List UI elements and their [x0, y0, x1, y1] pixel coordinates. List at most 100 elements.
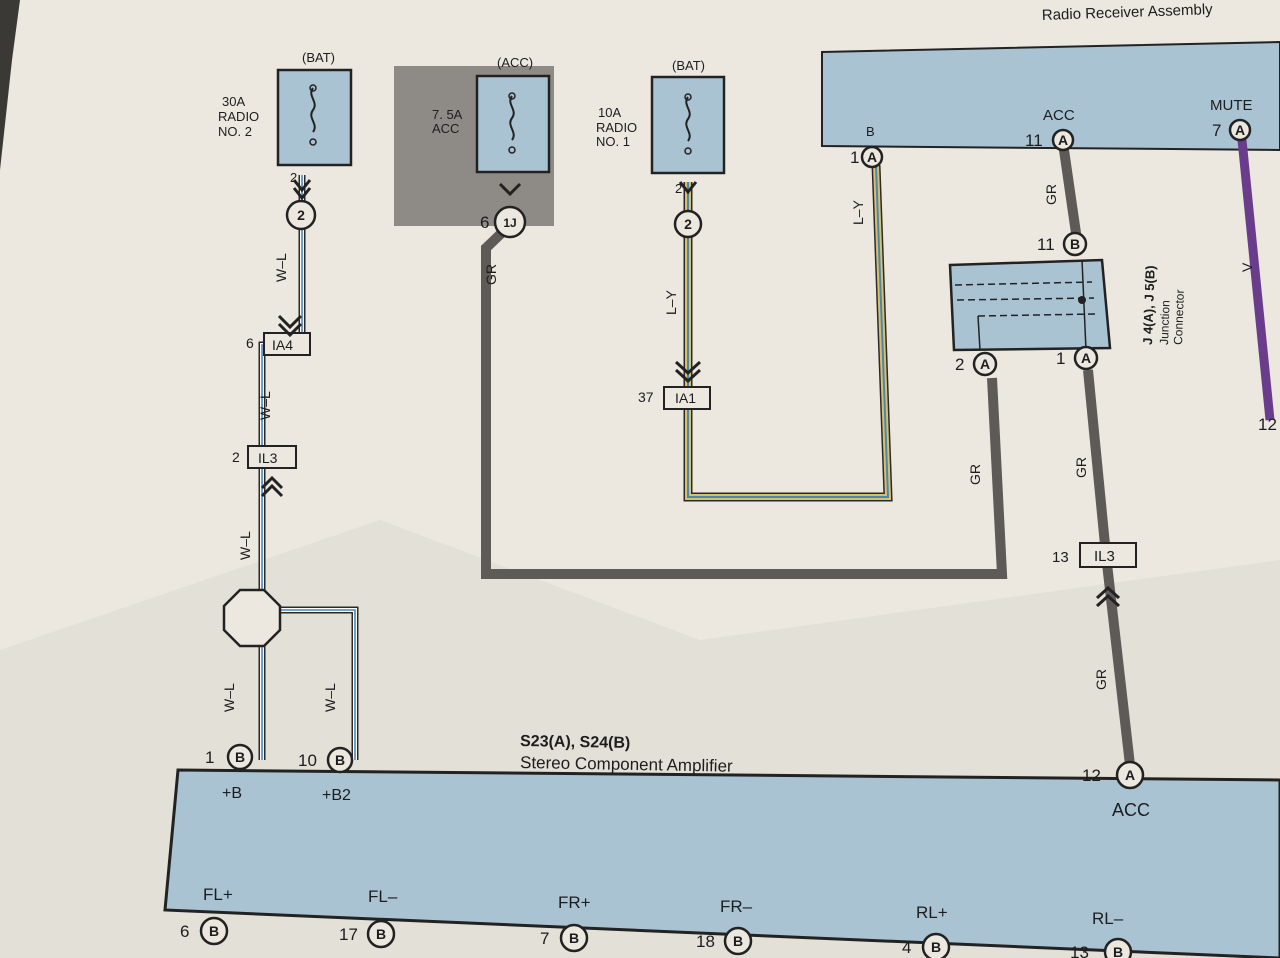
circle-pin: A2: [955, 351, 998, 377]
circle-pin-ring: [493, 205, 527, 239]
svg-text:IA1: IA1: [675, 390, 696, 406]
svg-text:IA4: IA4: [272, 337, 293, 353]
circle-pin-number: 18: [696, 932, 715, 951]
circle-pin-ring: [673, 209, 703, 239]
circle-pin-letter: A: [1235, 122, 1245, 138]
svg-text:RADIO: RADIO: [218, 109, 259, 124]
circle-pin: B6: [180, 916, 229, 946]
circle-pin-number: 7: [1212, 121, 1221, 140]
circle-pin-letter: A: [1058, 132, 1068, 148]
connector-ia4: IA4 6: [246, 332, 311, 356]
circle-pin: A12: [1082, 760, 1145, 790]
circle-pin-number: 1: [205, 748, 214, 767]
circle-pin: B18: [696, 926, 753, 956]
circle-pin-letter: 1J: [503, 216, 516, 230]
circle-pin: A1: [1056, 345, 1099, 371]
splice-octagon: [222, 588, 282, 648]
receiver-box: [821, 40, 1280, 152]
circle-pin-number: 17: [339, 925, 358, 944]
amplifier-box: [163, 768, 1280, 958]
circle-pin-letter: A: [867, 149, 877, 165]
svg-text:IL3: IL3: [1094, 548, 1115, 565]
circle-pin-letter: B: [569, 930, 579, 946]
fuse-radio-no1: (BAT) 10A RADIO NO. 1: [596, 58, 726, 175]
connector-il3-left: IL3 2: [232, 445, 297, 469]
svg-text:W–L: W–L: [273, 253, 289, 282]
svg-text:IL3: IL3: [258, 450, 278, 466]
circle-pin-number: 6: [480, 213, 489, 232]
circle-pin-ring: [723, 926, 753, 956]
circle-pin-letter: A: [1125, 767, 1135, 783]
circle-pin-letter: 2: [297, 207, 305, 223]
svg-text:W–L: W–L: [221, 683, 237, 712]
svg-text:W–L: W–L: [322, 683, 338, 712]
svg-text:W–L: W–L: [257, 391, 273, 420]
svg-text:13: 13: [1052, 549, 1069, 566]
circle-pin-ring: [1073, 345, 1099, 371]
circle-pin-ring: [366, 919, 396, 949]
fuse-radio-no2: (BAT) 30A RADIO NO. 2: [218, 50, 353, 167]
svg-text:NO. 2: NO. 2: [218, 124, 252, 139]
circle-pin: A7: [1212, 118, 1252, 142]
pin-fuse1-num: 2: [290, 170, 297, 185]
circle-pin-ring: [1228, 118, 1252, 142]
circle-pin-number: 4: [902, 938, 911, 957]
svg-text:(BAT): (BAT): [672, 58, 705, 73]
circle-pin: B7: [540, 923, 589, 953]
circle-pin: B1: [205, 743, 254, 771]
circle-pin: 1J 6: [480, 205, 527, 239]
svg-text:ACC: ACC: [432, 121, 459, 136]
amplifier-name: Stereo Component Amplifier: [520, 753, 733, 776]
wire-labels: W–L W–L W–L W–L W–L GR L–Y L–Y GR GR GR …: [221, 184, 1255, 712]
circle-pin-number: 10: [298, 751, 317, 770]
wire-gr-acc: [481, 221, 1008, 579]
circle-pin-letter: B: [1070, 236, 1080, 252]
circle-pin: B 13: [1070, 937, 1133, 958]
circle-pin-letter: B: [235, 749, 245, 765]
circle-pin-letter: B: [1113, 944, 1123, 958]
connector-il3-right: IL3 13: [1052, 542, 1137, 568]
circle-pin: B 11: [1037, 231, 1088, 257]
receiver-pin-b: B: [866, 124, 875, 139]
circle-pin: B4: [902, 932, 951, 958]
svg-text:W–L: W–L: [237, 531, 253, 560]
circle-pin: A1: [850, 145, 884, 169]
circle-pin-number: 1: [850, 148, 859, 167]
connector-ia1: IA1 37: [638, 386, 711, 410]
circle-pin: 2: [673, 209, 703, 239]
circle-pin-letter: B: [376, 926, 386, 942]
amp-pin-fr-minus: FR–: [720, 897, 753, 916]
receiver-pin-acc: ACC: [1043, 107, 1075, 124]
circle-pin-letter: B: [335, 752, 345, 768]
circle-pin-ring: [326, 746, 354, 774]
svg-text:GR: GR: [967, 464, 983, 485]
svg-text:RADIO: RADIO: [596, 120, 637, 135]
circle-pin-ring: [199, 916, 229, 946]
pin-right-edge: 12: [1258, 415, 1277, 434]
circle-pin: B 17: [339, 919, 396, 949]
svg-text:7. 5A: 7. 5A: [432, 107, 463, 122]
pin-fuse3-num: 2: [675, 181, 682, 196]
amp-pin-rl-minus: RL–: [1092, 909, 1124, 928]
svg-text:GR: GR: [1043, 184, 1059, 205]
svg-text:(BAT): (BAT): [302, 50, 335, 65]
circle-pin-number: 7: [540, 929, 549, 948]
svg-text:Connector: Connector: [1171, 289, 1187, 345]
svg-text:10A: 10A: [598, 105, 621, 120]
circle-pin-number: 13: [1070, 943, 1089, 958]
circle-pin-letter: A: [1081, 350, 1091, 366]
chevron-arrows: [260, 179, 1121, 608]
circle-pin-letter: B: [931, 939, 941, 955]
svg-text:J 4(A), J 5(B): J 4(A), J 5(B): [1140, 265, 1158, 345]
circle-pin-ring: [285, 199, 317, 231]
circle-pin-ring: [1051, 128, 1075, 152]
circle-pin-number: 11: [1037, 235, 1055, 254]
amp-pin-acc: ACC: [1112, 800, 1150, 820]
circle-pin-number: 6: [180, 922, 189, 941]
svg-text:L–Y: L–Y: [663, 289, 679, 315]
receiver-title: Radio Receiver Assembly: [1042, 1, 1214, 24]
svg-text:GR: GR: [1073, 457, 1089, 478]
circle-pin: B 10: [298, 746, 354, 774]
